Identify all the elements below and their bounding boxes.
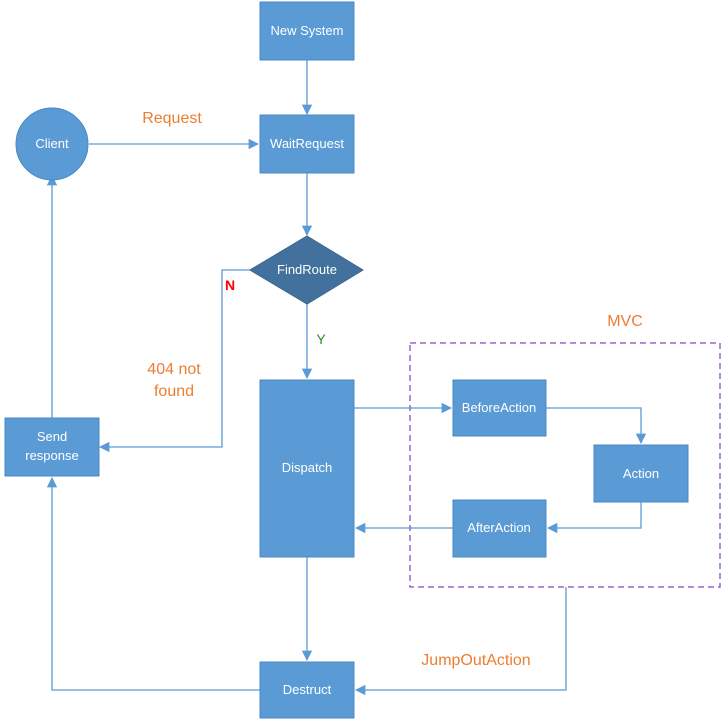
node-after-action-label: AfterAction	[467, 520, 531, 535]
edge-findroute-to-sendresponse	[98, 269, 250, 453]
edge-action-to-afteraction	[546, 502, 642, 534]
label-no: N	[225, 277, 235, 293]
node-wait-request	[259, 114, 355, 174]
node-find-route-label: FindRoute	[277, 262, 337, 277]
node-find-route	[249, 235, 364, 305]
edge-destruct-to-sendresponse	[46, 476, 260, 691]
label-yes: Y	[316, 331, 326, 347]
label-not-found-line2: found	[154, 383, 194, 400]
label-request: Request	[142, 110, 202, 127]
edge-mvc-to-destruct	[354, 587, 567, 696]
node-send-response-label-line2: response	[25, 448, 78, 463]
node-destruct-label: Destruct	[283, 682, 332, 697]
label-mvc: MVC	[607, 313, 643, 330]
node-action	[593, 444, 689, 503]
node-dispatch	[259, 379, 355, 558]
node-dispatch-label: Dispatch	[282, 460, 333, 475]
node-destruct	[259, 661, 355, 719]
label-not-found-line1: 404 not	[147, 361, 201, 378]
node-before-action	[452, 379, 547, 437]
label-jump-out-action: JumpOutAction	[421, 652, 530, 669]
node-new-system-label: New System	[271, 23, 344, 38]
node-new-system	[259, 1, 355, 61]
node-before-action-label: BeforeAction	[462, 400, 536, 415]
node-client-label: Client	[35, 136, 69, 151]
node-client	[15, 107, 89, 181]
node-action-label: Action	[623, 466, 659, 481]
mvc-group-border	[409, 342, 721, 588]
node-after-action	[452, 499, 547, 558]
node-wait-request-label: WaitRequest	[270, 136, 344, 151]
node-send-response	[4, 417, 100, 477]
edge-beforeaction-to-action	[546, 407, 647, 445]
node-send-response-label-line1: Send	[37, 429, 67, 444]
